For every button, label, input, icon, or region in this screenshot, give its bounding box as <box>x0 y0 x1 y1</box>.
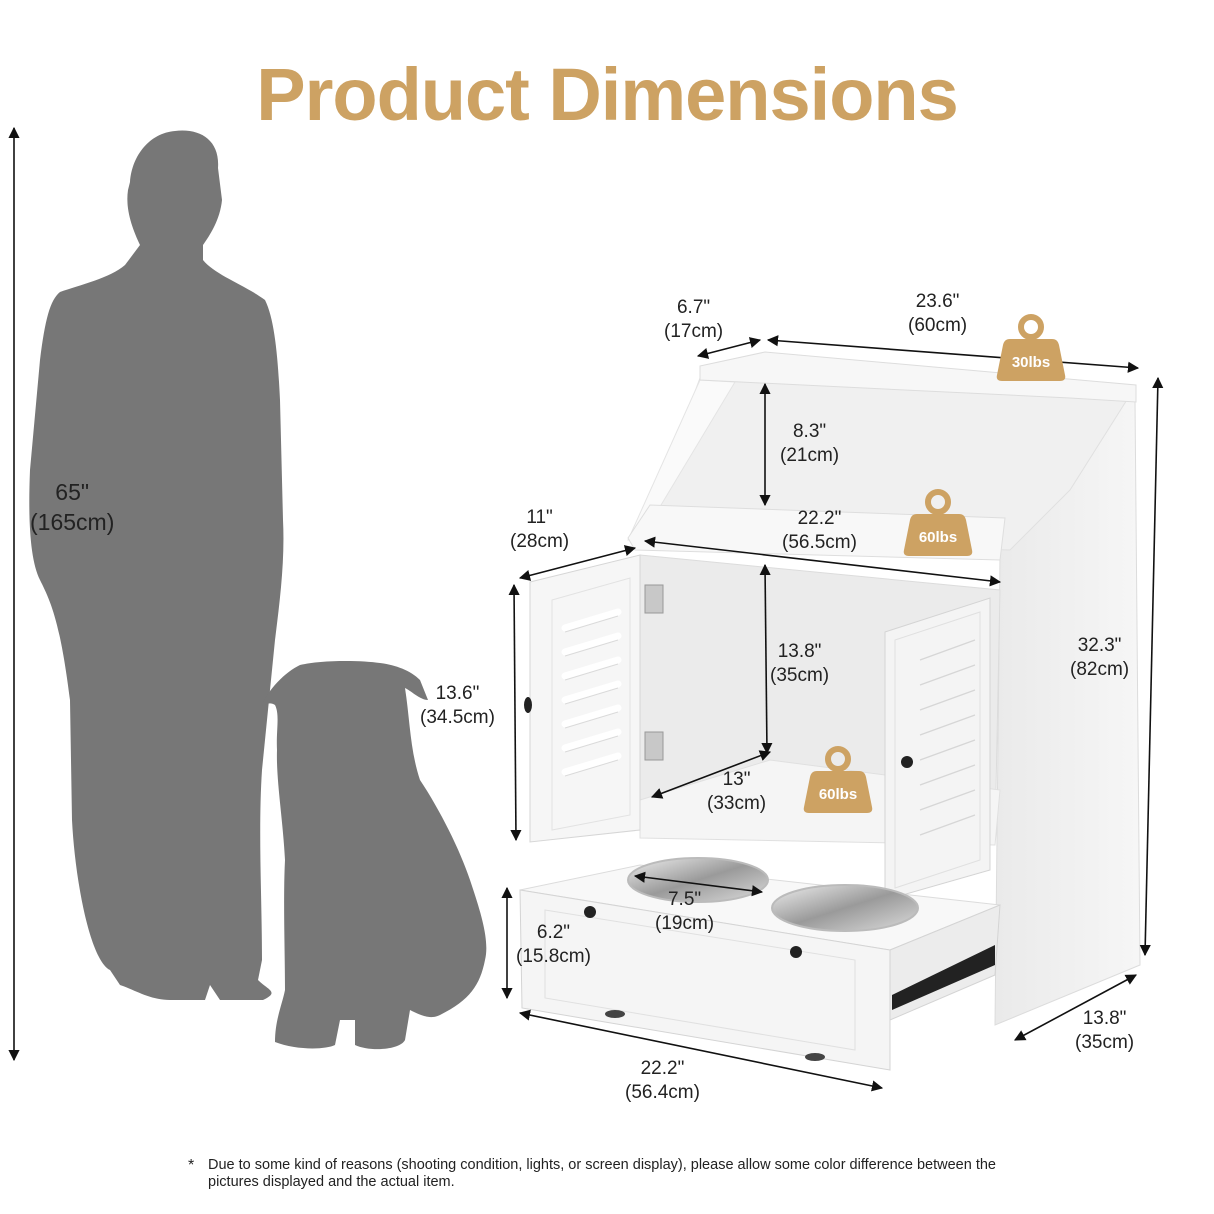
right-door <box>884 597 991 901</box>
label-interior-height: 13.8" (35cm) <box>770 641 830 686</box>
arrow-top-depth <box>696 337 762 359</box>
person-silhouette <box>29 130 284 1000</box>
arrow-door-height <box>508 583 522 842</box>
weight-badge-middle-shelf: 60lbs <box>903 488 973 556</box>
weight-icon <box>996 314 1066 381</box>
weight-badge-cabinet-floor: 60lbs <box>803 745 873 813</box>
dimension-arrows <box>501 335 1164 1092</box>
label-drawer-width: 22.2" (56.4cm) <box>625 1058 700 1103</box>
hinge-top <box>644 584 664 614</box>
arrow-middle-width <box>643 536 1002 587</box>
bowl-right <box>771 884 919 932</box>
arrow-interior-depth <box>650 750 772 799</box>
weight-icon <box>903 489 973 556</box>
label-top-depth: 6.7" (17cm) <box>664 297 724 342</box>
arrow-cabinet-depth <box>518 545 637 581</box>
asterisk-icon: * <box>188 1157 195 1174</box>
label-base-depth: 13.8" (35cm) <box>1075 1008 1135 1053</box>
label-middle-shelf-width: 22.2" (56.5cm) <box>782 508 857 553</box>
arrow-total-height <box>1139 376 1164 957</box>
page-title: Product Dimensions <box>256 53 959 136</box>
weight-icon <box>803 746 873 813</box>
label-door-height: 13.6" (34.5cm) <box>420 683 495 728</box>
label-interior-depth: 13" (33cm) <box>707 769 767 814</box>
label-drawer-height: 6.2" (15.8cm) <box>516 922 591 967</box>
label-total-height: 32.3" (82cm) <box>1070 635 1130 680</box>
dog-silhouette <box>262 660 487 1050</box>
disclaimer-note: * Due to some kind of reasons (shooting … <box>188 1157 996 1190</box>
arrow-base-depth <box>1014 974 1137 1041</box>
arrow-drawer-width <box>518 1009 884 1092</box>
weight-badge-top: 30lbs <box>996 313 1066 381</box>
left-door-knob <box>524 697 532 713</box>
drawer-slide-rail <box>892 945 995 1010</box>
feeder-drawer <box>519 857 1001 1071</box>
arrow-bowl-diameter <box>633 871 764 897</box>
drawer-knob-right <box>790 946 802 958</box>
arrow-interior-height <box>759 563 773 755</box>
label-cabinet-depth: 11" (28cm) <box>510 507 570 552</box>
label-upper-shelf-height: 8.3" (21cm) <box>780 421 840 466</box>
person-height-label: 65" (165cm) <box>30 479 115 535</box>
right-door-knob <box>901 756 913 768</box>
label-top-width: 23.6" (60cm) <box>908 291 968 336</box>
label-bowl-diameter: 7.5" (19cm) <box>655 889 715 934</box>
hinge-bottom <box>644 731 664 761</box>
drawer-knob-left <box>584 906 596 918</box>
arrow-top-width <box>766 335 1140 373</box>
